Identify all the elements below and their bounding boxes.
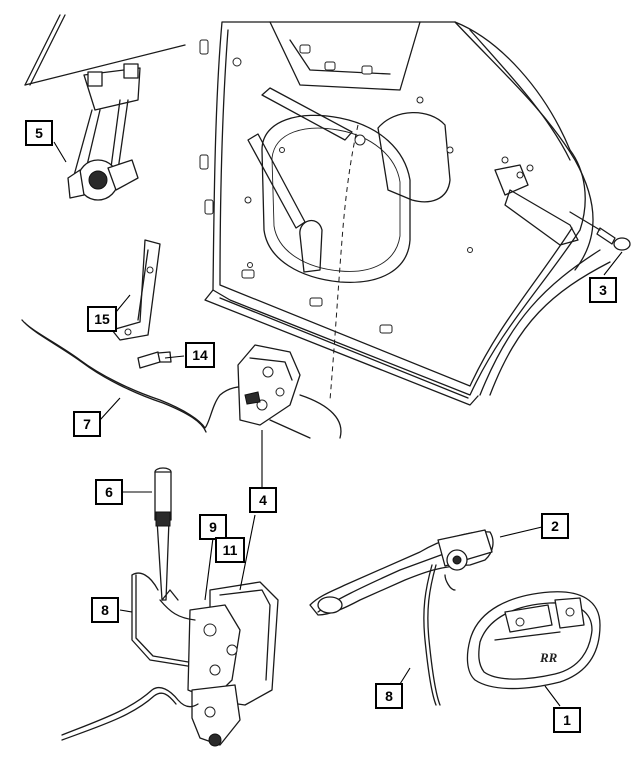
callout-7: 7	[73, 411, 101, 437]
rod-part-8-left	[131, 572, 201, 669]
window-regulator-part-5	[24, 14, 186, 201]
callout-3: 3	[589, 277, 617, 303]
callout-15: 15	[87, 306, 117, 332]
svg-text:4: 4	[259, 492, 267, 508]
svg-text:3: 3	[599, 282, 607, 298]
svg-text:5: 5	[35, 125, 43, 141]
svg-text:14: 14	[192, 347, 208, 363]
svg-text:9: 9	[209, 519, 217, 535]
door-inner-panel	[199, 21, 611, 406]
callout-9: 9	[199, 514, 227, 540]
handle-badge-rr: RR	[539, 650, 558, 665]
handle-bezel-part-1	[466, 591, 601, 690]
svg-text:11: 11	[223, 542, 238, 558]
callout-4: 4	[249, 487, 277, 513]
svg-text:15: 15	[94, 311, 110, 327]
callout-8-right: 8	[375, 683, 403, 709]
svg-text:2: 2	[551, 518, 559, 534]
callout-8-left: 8	[91, 597, 119, 623]
svg-text:8: 8	[385, 688, 393, 704]
svg-text:6: 6	[105, 484, 113, 500]
svg-text:8: 8	[101, 602, 109, 618]
callout-leaders	[53, 141, 623, 707]
callout-2: 2	[541, 513, 569, 539]
rod-part-8-right	[423, 564, 441, 706]
latch-assembly-lower	[61, 581, 279, 747]
screw-part-3	[569, 211, 631, 251]
bracket-part-15	[111, 239, 161, 341]
latch-upper-view	[237, 124, 359, 439]
rod-part-7	[21, 319, 249, 433]
callout-1: 1	[553, 707, 581, 733]
lock-rod-part-6	[154, 467, 179, 601]
svg-text:7: 7	[83, 416, 91, 432]
outer-handle-part-2	[309, 529, 494, 616]
callout-6: 6	[95, 479, 123, 505]
bolt-part-14	[137, 351, 172, 369]
callout-11: 11	[215, 537, 245, 563]
callout-14: 14	[185, 342, 215, 368]
callout-5: 5	[25, 120, 53, 146]
svg-text:1: 1	[563, 712, 571, 728]
